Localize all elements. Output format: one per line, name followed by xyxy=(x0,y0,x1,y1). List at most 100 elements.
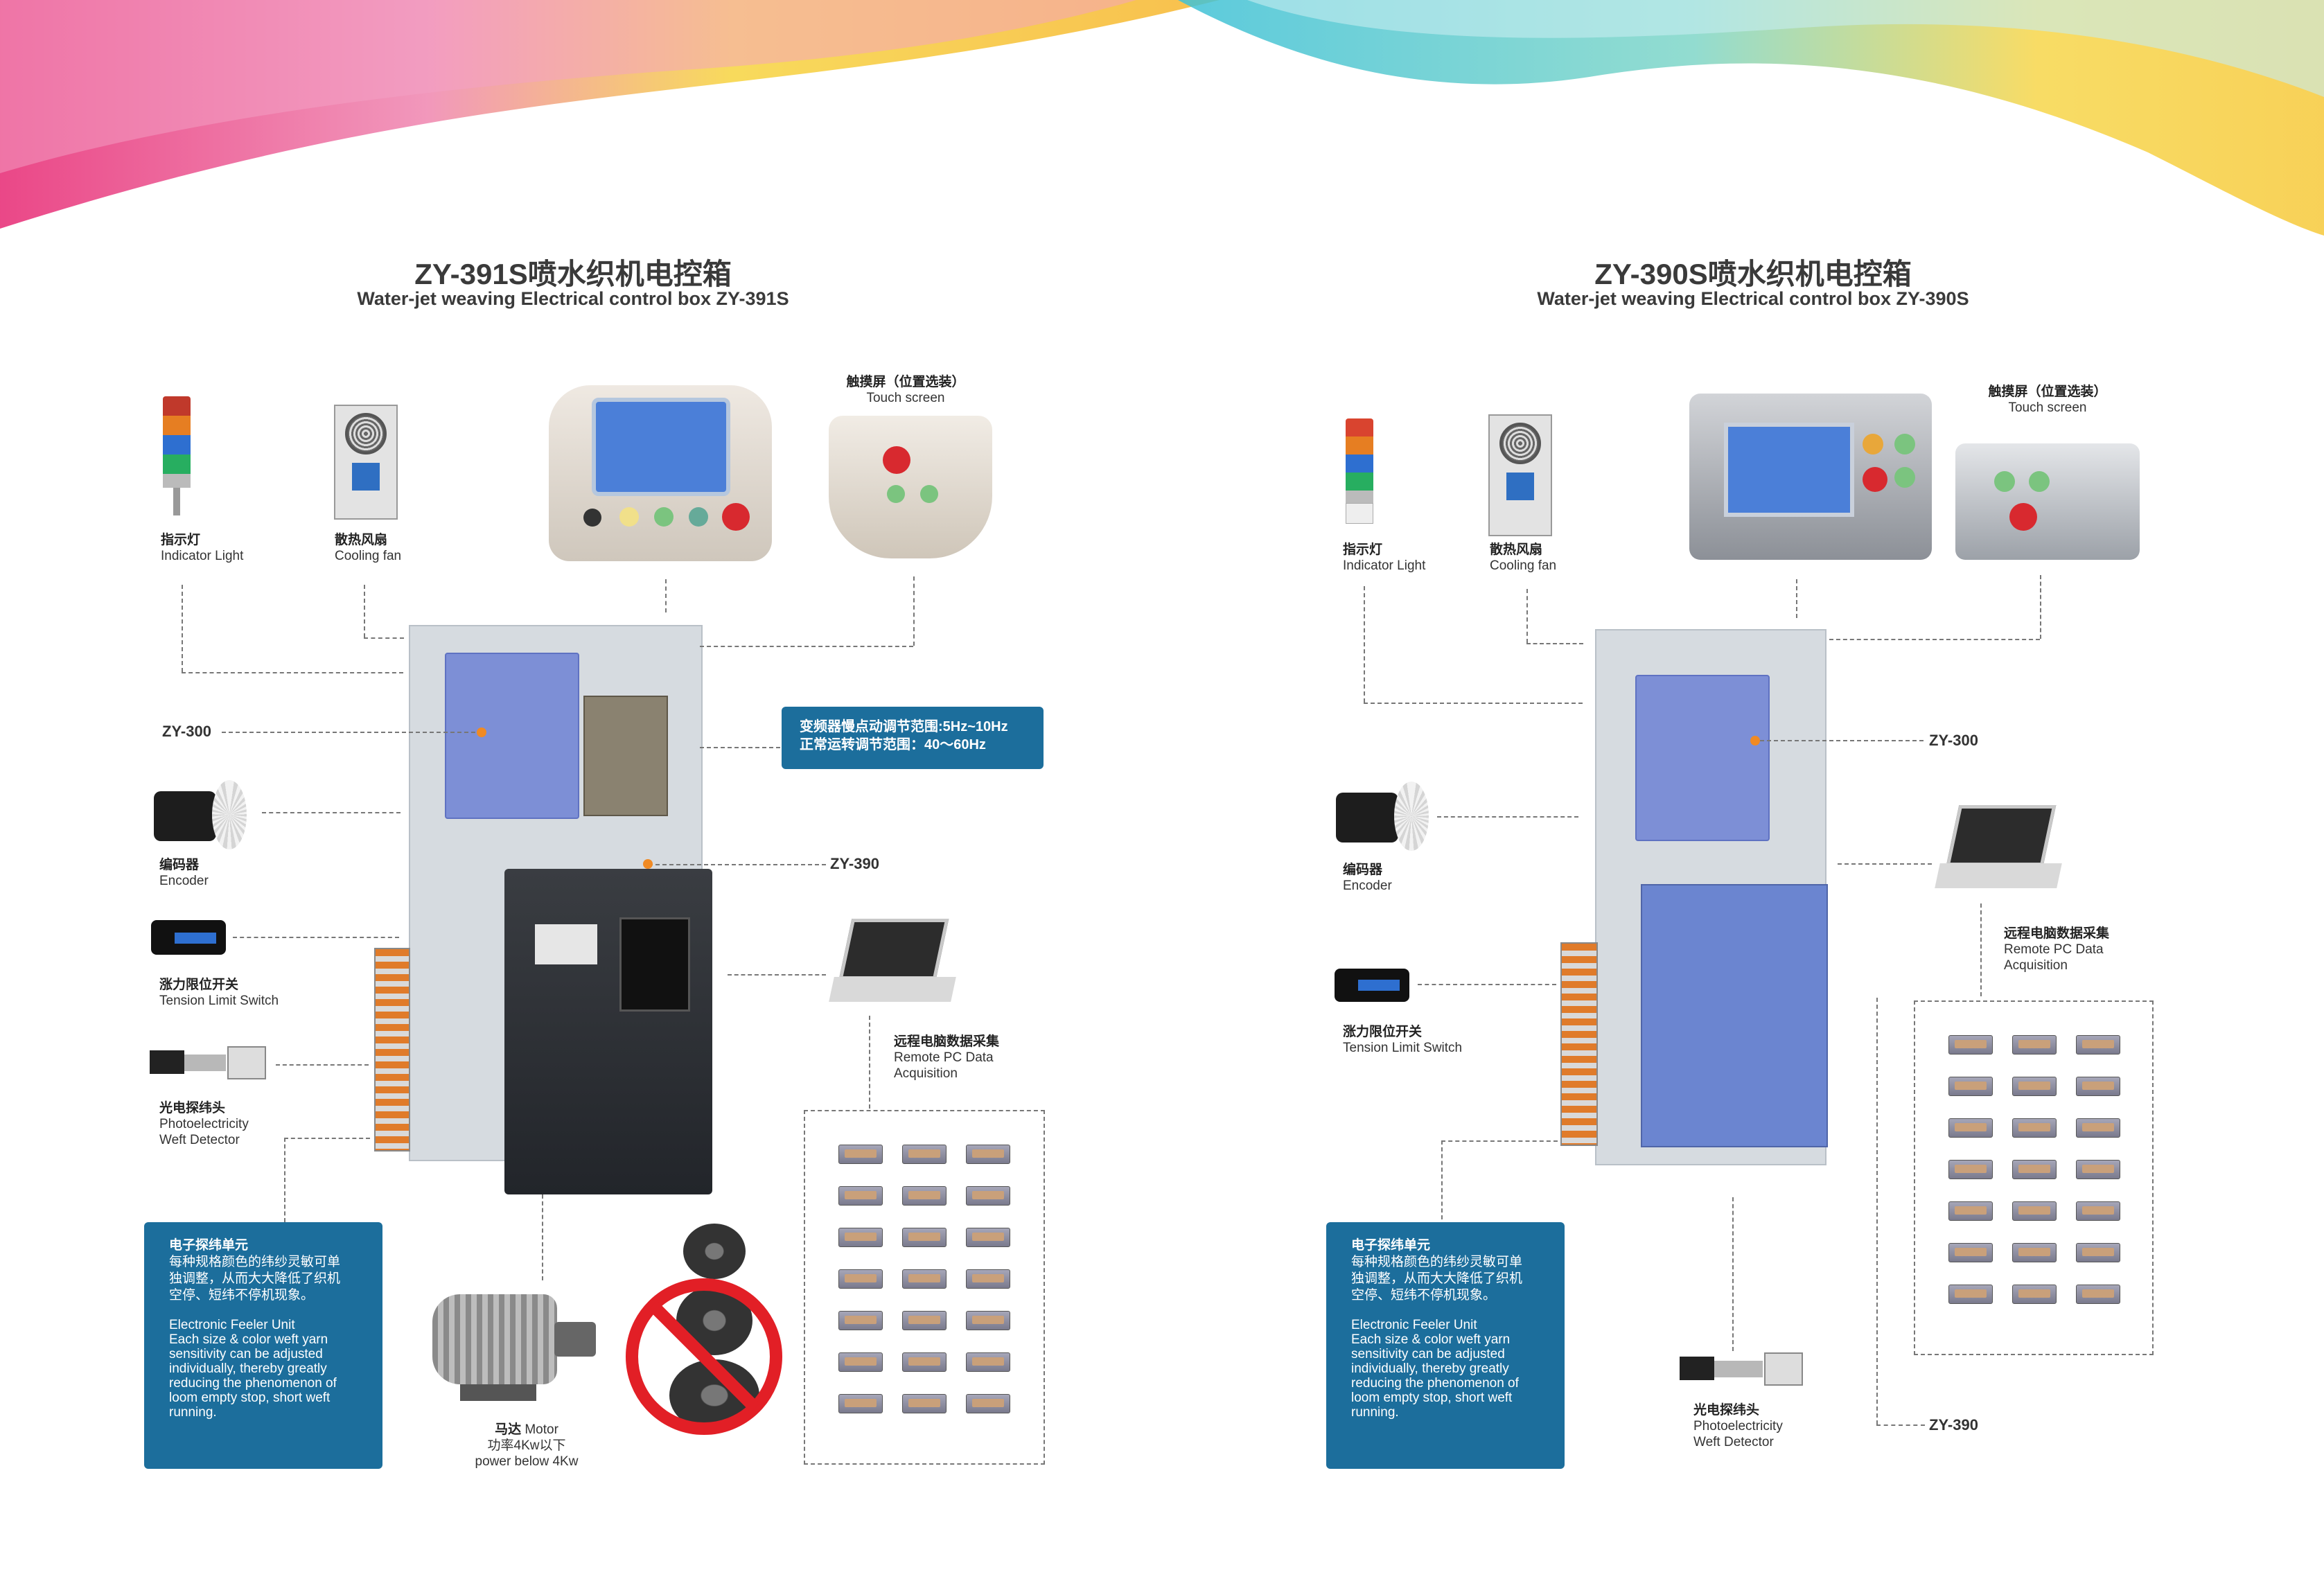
connector-line xyxy=(542,1194,543,1280)
feeler-en-line: loom empty stop, short weft xyxy=(169,1391,331,1405)
right-terminal-strip xyxy=(1560,942,1598,1146)
feeler-units-grid xyxy=(1914,1000,2154,1355)
control-console-image xyxy=(1689,394,1932,560)
connector-line xyxy=(1526,589,1528,643)
connector-line xyxy=(1441,1140,1443,1219)
connector-line xyxy=(1760,740,1924,741)
connector-line xyxy=(728,974,826,976)
tension-switch-label-cn: 涨力限位开关 xyxy=(1343,1025,1423,1039)
photo-detector-label-en2: Weft Detector xyxy=(1693,1435,1774,1449)
cooling-fan-image xyxy=(334,405,398,520)
connector-line xyxy=(364,585,365,637)
cooling-fan-label-en: Cooling fan xyxy=(1490,558,1557,573)
indicator-light-image xyxy=(163,396,191,528)
indicator-light-label-cn: 指示灯 xyxy=(1343,542,1383,557)
cooling-fan-label-en: Cooling fan xyxy=(335,549,402,563)
remote-pc-label-cn: 远程电脑数据采集 xyxy=(894,1034,1000,1049)
connector-line xyxy=(262,812,400,813)
zy390-inverter xyxy=(504,869,712,1194)
laptop-image xyxy=(829,919,956,1006)
feeler-en-line: reducing the phenomenon of xyxy=(169,1376,337,1391)
encoder-label-cn: 编码器 xyxy=(1343,863,1383,877)
connector-line xyxy=(1876,1424,1925,1426)
indicator-light-label-en: Indicator Light xyxy=(1343,558,1426,573)
control-console-image xyxy=(549,385,772,561)
right-control-cabinet xyxy=(1595,629,1828,1165)
zy300-unit xyxy=(1635,675,1770,841)
connector-line xyxy=(1838,863,1932,865)
feeler-cn-line: 每种规格颜色的纬纱灵敏可单 xyxy=(169,1255,341,1269)
cooling-fan-label-cn: 散热风扇 xyxy=(1490,542,1543,557)
connector-line xyxy=(1364,586,1365,703)
connector-line xyxy=(1796,579,1797,618)
encoder-label-en: Encoder xyxy=(1343,879,1392,893)
electronic-feeler-info-right: 电子探纬单元 每种规格颜色的纬纱灵敏可单 独调整，从而大大降低了织机 空停、短纬… xyxy=(1326,1222,1565,1469)
zy300-callout: ZY-300 xyxy=(162,723,211,740)
connector-line xyxy=(1829,639,2040,640)
feeler-cn-line: 空停、短纬不停机现象。 xyxy=(1351,1288,1497,1303)
photo-detector-image xyxy=(1680,1351,1804,1386)
feeler-en-line: individually, thereby greatly xyxy=(1351,1361,1509,1376)
connector-line xyxy=(182,585,183,672)
photo-detector-image xyxy=(150,1045,267,1079)
zy300-unit xyxy=(445,653,579,819)
connector-line xyxy=(1441,1140,1558,1142)
photo-detector-label-en1: Photoelectricity xyxy=(1693,1419,1783,1433)
encoder-image xyxy=(1336,782,1429,851)
remote-pc-label-cn: 远程电脑数据采集 xyxy=(2004,926,2110,941)
contactor-section xyxy=(1641,884,1828,1147)
inverter-range-box: 变频器慢点动调节范围:5Hz~10Hz 正常运转调节范围：40～60Hz xyxy=(782,707,1044,769)
right-title-cn: ZY-390S喷水织机电控箱 xyxy=(1594,258,1912,290)
electronic-feeler-info-left: 电子探纬单元 每种规格颜色的纬纱灵敏可单 独调整，从而大大降低了织机 空停、短纬… xyxy=(144,1222,382,1469)
remote-pc-label-en1: Remote PC Data xyxy=(2004,942,2104,957)
zy390-callout: ZY-390 xyxy=(1929,1416,1978,1433)
feeler-cn-line: 独调整，从而大大降低了织机 xyxy=(1351,1271,1523,1286)
right-title-en: Water-jet weaving Electrical control box… xyxy=(1537,288,1969,309)
connector-line xyxy=(913,576,915,646)
connector-line xyxy=(1732,1197,1734,1351)
top-swirl-decoration xyxy=(0,0,2324,236)
motor-image xyxy=(432,1287,599,1405)
photo-detector-label-cn: 光电探纬头 xyxy=(1693,1403,1760,1418)
connector-line xyxy=(700,747,780,748)
remote-pc-label-en1: Remote PC Data xyxy=(894,1050,994,1065)
remote-pc-label-en2: Acquisition xyxy=(2004,958,2068,973)
connector-line xyxy=(1437,816,1578,818)
encoder-label-cn: 编码器 xyxy=(159,858,200,872)
connector-line xyxy=(1526,643,1583,644)
touch-screen-label-en: Touch screen xyxy=(2008,400,2087,415)
feeler-en-line: Electronic Feeler Unit xyxy=(169,1318,295,1332)
connector-line xyxy=(2040,575,2041,639)
connector-line xyxy=(1418,984,1556,985)
connector-line xyxy=(284,1138,285,1222)
connector-line xyxy=(222,732,482,733)
touch-screen-label-cn: 触摸屏（位置选装） xyxy=(846,375,965,389)
feeler-en-line: Electronic Feeler Unit xyxy=(1351,1318,1477,1332)
connector-line xyxy=(665,579,667,612)
feeler-en-line: sensitivity can be adjusted xyxy=(169,1347,323,1361)
tension-switch-image xyxy=(151,920,226,955)
prohibited-icon xyxy=(626,1278,782,1435)
feeler-en-line: reducing the phenomenon of xyxy=(1351,1376,1519,1391)
photo-detector-label-en1: Photoelectricity xyxy=(159,1117,249,1131)
connector-line xyxy=(1876,998,1878,1424)
feeler-en-line: individually, thereby greatly xyxy=(169,1361,327,1376)
tension-switch-label-en: Tension Limit Switch xyxy=(1343,1041,1463,1055)
indicator-light-image xyxy=(1346,418,1373,529)
left-terminal-strip xyxy=(374,948,410,1152)
left-title-cn: ZY-391S喷水织机电控箱 xyxy=(414,258,732,290)
cooling-fan-label-cn: 散热风扇 xyxy=(335,533,388,547)
feeler-en-line: loom empty stop, short weft xyxy=(1351,1391,1513,1405)
encoder-image xyxy=(154,780,247,849)
remote-pc-label-en2: Acquisition xyxy=(894,1066,958,1081)
touch-screen-remote-image xyxy=(829,416,992,558)
connector-line xyxy=(233,937,399,938)
connector-line xyxy=(276,1064,369,1066)
motor-label-en: Motor xyxy=(525,1422,558,1437)
feeler-en-line: running. xyxy=(1351,1405,1399,1420)
callout-dot xyxy=(477,727,486,737)
connector-line xyxy=(700,646,913,647)
feeler-en-line: sensitivity can be adjusted xyxy=(1351,1347,1505,1361)
feeler-cn-line: 空停、短纬不停机现象。 xyxy=(169,1288,315,1303)
callout-dot xyxy=(643,859,653,869)
